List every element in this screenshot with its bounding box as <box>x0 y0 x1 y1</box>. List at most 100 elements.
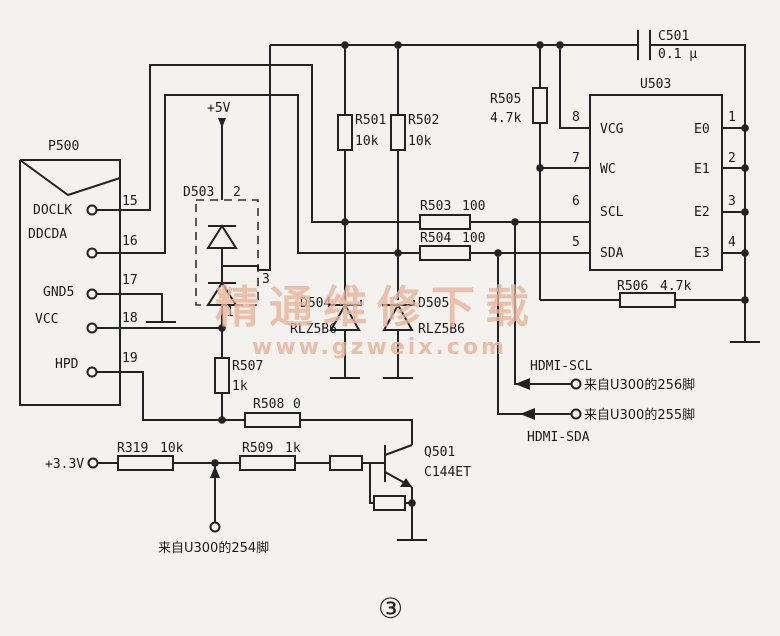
u503-pin-e1: E1 <box>694 162 710 177</box>
watermark: 精通维修下载 www.gzweix.com <box>215 282 539 360</box>
r502-value: 10k <box>408 134 432 149</box>
pin-num-18: 18 <box>122 311 138 326</box>
r508-ref: R508 <box>253 397 284 412</box>
r319-value: 10k <box>160 441 184 456</box>
plus33v-label: +3.3V <box>45 457 84 472</box>
capacitor-c501: C501 0.1 μ <box>637 29 697 62</box>
hdmi-scl-label: HDMI-SCL <box>530 359 593 374</box>
pin-num-15: 15 <box>122 194 138 209</box>
watermark-title: 精通维修下载 <box>215 282 539 333</box>
u503-pinnum-8: 8 <box>572 110 580 125</box>
from-u300-256-label: 来自U300的256脚 <box>584 377 695 393</box>
r507-value: 1k <box>232 379 248 394</box>
r502-ref: R502 <box>408 113 439 128</box>
r505-ref: R505 <box>490 92 521 107</box>
u503-pin-e3: E3 <box>694 246 710 261</box>
resistor-r502: R502 10k <box>390 113 439 151</box>
pin-terminal <box>86 204 98 216</box>
pin-terminal <box>86 366 98 378</box>
r506-ref: R506 <box>617 279 648 294</box>
u503-pinnum-1: 1 <box>728 110 736 125</box>
figure-number: ③ <box>378 592 403 625</box>
r509-ref: R509 <box>242 441 273 456</box>
junction-dots <box>211 41 749 507</box>
u503-pinnum-7: 7 <box>572 151 580 166</box>
r505-value: 4.7k <box>490 111 521 126</box>
q501-value: C144ET <box>424 465 471 480</box>
ic-u503: U503 VCG WC SCL SDA 8 7 6 5 E0 E1 E2 E3 … <box>572 77 736 271</box>
d503-ref: D503 <box>183 185 214 200</box>
c501-ref: C501 <box>658 29 689 44</box>
resistor-r509: R509 1k <box>239 441 301 471</box>
r504-ref: R504 <box>420 231 451 246</box>
resistor-r319: R319 10k <box>117 441 184 471</box>
pin-label-vcc: VCC <box>35 312 58 327</box>
r508-value: 0 <box>293 397 301 412</box>
d503-pin3: 3 <box>262 272 270 287</box>
resistor-r503: R503 100 <box>419 199 485 230</box>
u503-pinnum-3: 3 <box>728 194 736 209</box>
pin-terminal <box>86 322 98 334</box>
r501-ref: R501 <box>355 113 386 128</box>
u503-pinnum-5: 5 <box>572 235 580 250</box>
from-u300-254-label: 来自U300的254脚 <box>158 540 269 556</box>
resistor-r507: R507 1k <box>214 357 263 394</box>
u503-name: U503 <box>640 77 671 92</box>
hdmi-signal-arrows: HDMI-SCL 来自U300的256脚 HDMI-SDA 来自U300的255… <box>515 359 695 445</box>
supply-plus5v: +5V <box>207 101 231 128</box>
pin-label-gnd5: GND5 <box>43 285 74 300</box>
d505-ref: D505 <box>418 296 449 311</box>
resistor-r501: R501 10k <box>337 113 386 151</box>
zener-d505: D505 RLZ5B6 <box>382 296 465 379</box>
r507-ref: R507 <box>232 359 263 374</box>
u503-pin-scl: SCL <box>600 205 624 220</box>
plus5v-label: +5V <box>207 101 231 116</box>
u503-pinnum-2: 2 <box>728 151 736 166</box>
resistor-r506: R506 4.7k <box>617 279 691 308</box>
pin-num-17: 17 <box>122 273 138 288</box>
pin-num-19: 19 <box>122 351 138 366</box>
u503-pin-vcg: VCG <box>600 122 624 137</box>
u503-pinnum-6: 6 <box>572 194 580 209</box>
d503-pin2: 2 <box>233 185 241 200</box>
pin-terminal <box>86 247 98 259</box>
r509-value: 1k <box>285 441 301 456</box>
d505-value: RLZ5B6 <box>418 322 465 337</box>
d503-pin1: 1 <box>226 305 234 320</box>
watermark-url: www.gzweix.com <box>252 335 507 360</box>
connector-p500: P500 DOCLK DDCDA GND5 VCC HPD 15 16 17 1… <box>19 139 138 406</box>
r501-value: 10k <box>355 134 379 149</box>
u503-pin-e0: E0 <box>694 122 710 137</box>
resistor-r505: R505 4.7k <box>490 87 548 126</box>
resistor-q501-base <box>329 455 363 471</box>
resistor-r508: R508 0 <box>244 397 301 428</box>
u503-pin-sda: SDA <box>600 246 624 261</box>
r503-value: 100 <box>462 199 485 214</box>
c501-value: 0.1 μ <box>658 47 697 62</box>
diode-d503: D503 2 3 1 <box>183 185 270 320</box>
resistor-r504: R504 100 <box>419 231 485 261</box>
u300-254-input: 来自U300的254脚 <box>158 466 269 556</box>
from-u300-255-label: 来自U300的255脚 <box>584 407 695 423</box>
pin-num-16: 16 <box>122 234 138 249</box>
d504-value: RLZ5B6 <box>290 322 337 337</box>
r503-ref: R503 <box>420 199 451 214</box>
d504-ref: D504 <box>300 296 331 311</box>
pin-label-doclk: DOCLK <box>33 203 72 218</box>
r319-ref: R319 <box>117 441 148 456</box>
pin-terminal <box>86 288 98 300</box>
supply-plus33v: +3.3V <box>45 457 99 472</box>
q501-ref: Q501 <box>424 445 455 460</box>
transistor-q501: Q501 C144ET <box>384 444 471 541</box>
resistor-q501-be <box>373 495 406 511</box>
r504-value: 100 <box>462 231 485 246</box>
r506-value: 4.7k <box>660 279 691 294</box>
u503-pin-e2: E2 <box>694 205 710 220</box>
zener-d504: D504 RLZ5B6 <box>290 296 362 379</box>
u503-pin-wc: WC <box>600 162 616 177</box>
connector-name: P500 <box>48 139 79 154</box>
pin-label-ddcda: DDCDA <box>28 227 67 242</box>
pin-label-hpd: HPD <box>55 357 79 372</box>
hdmi-sda-label: HDMI-SDA <box>527 430 590 445</box>
